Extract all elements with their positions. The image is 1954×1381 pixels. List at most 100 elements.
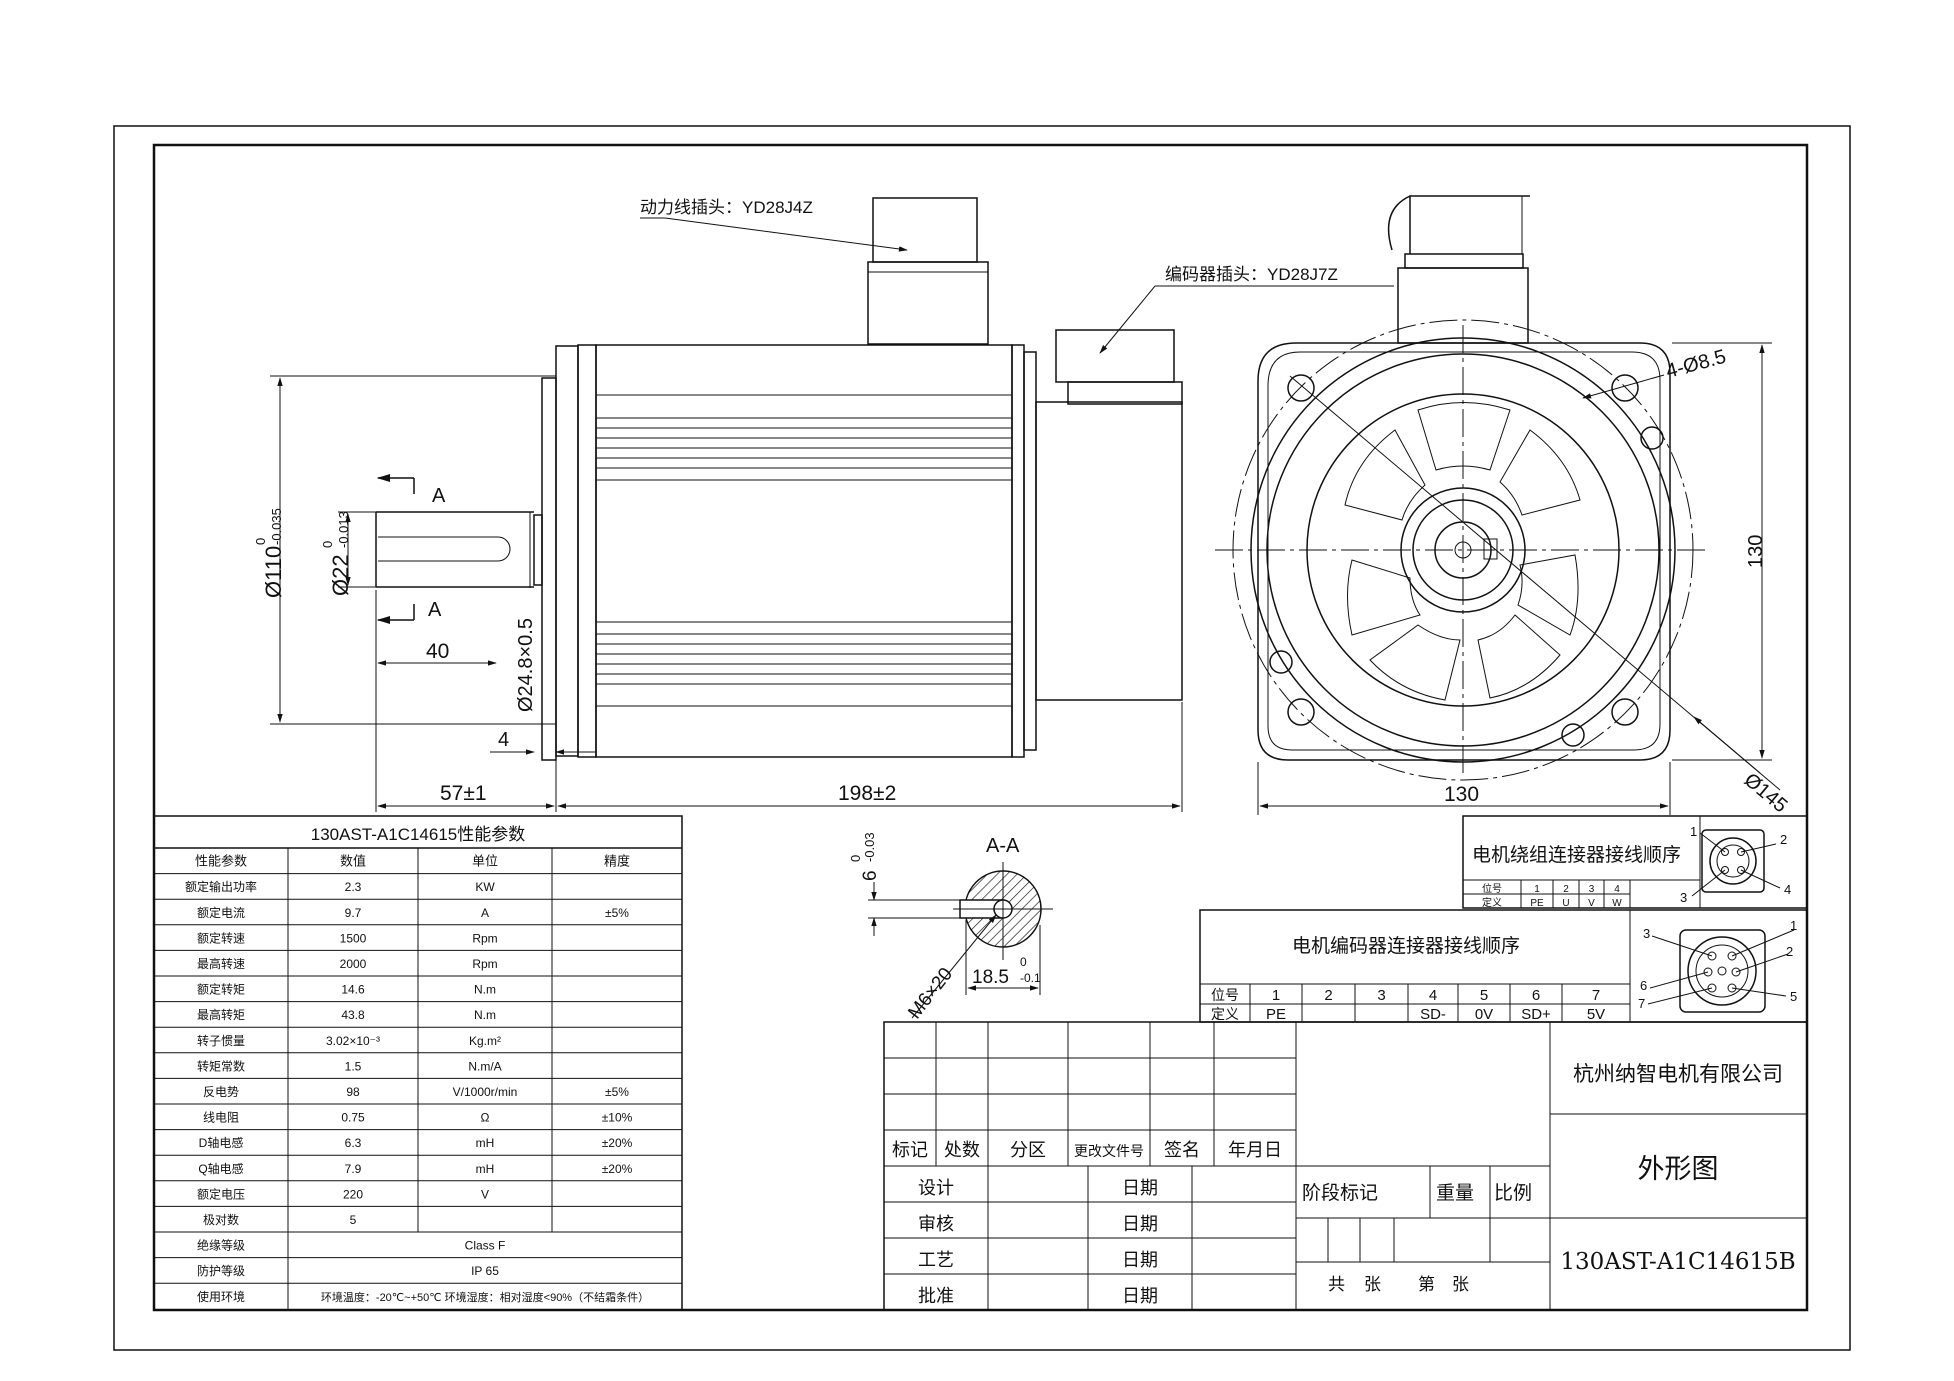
spec-cell: N.m [474, 1008, 496, 1022]
winding-pin-2: 2 [1780, 832, 1787, 847]
winding-pin-4: 4 [1784, 882, 1791, 897]
dim-key-length: 40 [426, 640, 449, 663]
spec-cell: V/1000r/min [453, 1085, 518, 1099]
spec-cell: 使用环境 [197, 1289, 245, 1304]
encoder-definition: 0V [1475, 1006, 1493, 1023]
dim-thread: M6×20 [904, 964, 957, 1023]
spec-header-3: 精度 [604, 854, 630, 869]
title-role: 审核 [918, 1214, 954, 1235]
spec-cell: IP 65 [471, 1264, 499, 1278]
spec-cell: D轴电感 [199, 1135, 244, 1150]
spec-cell: mH [476, 1136, 495, 1150]
winding-position: 2 [1563, 884, 1569, 895]
encoder-connector-label: 编码器插头：YD28J7Z [1165, 265, 1338, 284]
dim-shaft-tol-upper: 0 [320, 541, 335, 548]
spec-cell: 3.02×10⁻³ [326, 1034, 380, 1048]
spec-cell: 7.9 [345, 1162, 362, 1176]
spec-cell: 1500 [340, 931, 367, 945]
inner-frame [152, 143, 1809, 1312]
spec-cell: ±5% [605, 1085, 629, 1099]
spec-cell: 6.3 [345, 1136, 362, 1150]
encoder-pin-7: 7 [1638, 996, 1645, 1011]
spec-cell: 额定输出功率 [185, 879, 257, 894]
spec-cell: N.m/A [468, 1059, 501, 1073]
title-col-header: 签名 [1164, 1140, 1200, 1161]
front-view-dimensions: Ø145 4-Ø8.5 130 130 [1257, 342, 1792, 817]
spec-cell: 98 [346, 1085, 360, 1099]
dim-flange-height: 130 [1745, 535, 1767, 568]
winding-position: 3 [1589, 884, 1595, 895]
title-role: 设计 [918, 1178, 954, 1199]
sheet-no-a: 第 [1418, 1275, 1435, 1295]
title-block: 标记处数分区更改文件号签名年月日 设计日期审核日期工艺日期批准日期 阶段标记 重… [883, 1021, 1808, 1311]
spec-cell: ±10% [602, 1111, 633, 1125]
dim-shaft-tol-lower: -0.013 [336, 511, 351, 548]
title-date-label: 日期 [1122, 1286, 1158, 1307]
title-date-label: 日期 [1122, 1178, 1158, 1199]
dim-body-length: 198±2 [838, 782, 896, 805]
spec-cell: ±20% [602, 1136, 633, 1150]
weight-label: 重量 [1436, 1182, 1474, 1204]
power-connector-label: 动力线插头：YD28J4Z [640, 198, 813, 217]
winding-definition: W [1612, 898, 1622, 909]
spec-cell: 线电阻 [203, 1111, 239, 1125]
title-col-header: 标记 [892, 1140, 928, 1161]
spec-cell: 5 [350, 1213, 357, 1227]
spec-cell: 220 [343, 1187, 363, 1201]
spec-cell: 最高转矩 [197, 1007, 245, 1022]
title-role: 批准 [918, 1286, 954, 1307]
winding-table-title: 电机绕组连接器接线顺序 [1472, 844, 1681, 866]
sheets-total-b: 张 [1364, 1275, 1381, 1295]
dim-spigot-tol-lower: -0.035 [269, 508, 284, 545]
stage-label: 阶段标记 [1302, 1182, 1378, 1204]
winding-connector-pinout: 1 2 3 4 [1680, 824, 1791, 905]
winding-pin-3: 3 [1680, 890, 1687, 905]
winding-definition: U [1562, 898, 1569, 909]
spec-cell: mH [476, 1162, 495, 1176]
winding-position: 4 [1614, 884, 1620, 895]
winding-definition: V [1588, 898, 1595, 909]
winding-definition: PE [1530, 898, 1544, 909]
dim-spigot-depth: 4 [498, 729, 509, 751]
sheets-total-a: 共 [1328, 1275, 1345, 1295]
dim-pcd: Ø145 [1740, 769, 1792, 817]
spec-cell: 43.8 [341, 1008, 365, 1022]
title-col-header: 分区 [1010, 1140, 1046, 1161]
title-col-header: 处数 [944, 1140, 980, 1161]
spec-cell: 转子惯量 [197, 1033, 245, 1048]
title-role: 工艺 [918, 1250, 954, 1271]
spec-cell: 绝缘等级 [197, 1238, 245, 1253]
motor-side-view [375, 197, 1183, 761]
dim-shaft-length: 57±1 [440, 782, 487, 805]
spec-cell: 0.75 [341, 1111, 365, 1125]
encoder-pin-2: 2 [1786, 944, 1793, 959]
spec-cell: Rpm [472, 931, 497, 945]
encoder-pin-5: 5 [1790, 989, 1797, 1004]
spec-cell: 最高转速 [197, 956, 245, 971]
winding-position: 1 [1534, 884, 1540, 895]
title-col-header: 更改文件号 [1074, 1144, 1144, 1160]
spec-cell: 14.6 [341, 983, 365, 997]
spec-cell: 额定电压 [197, 1186, 245, 1201]
spec-cell: 反电势 [203, 1085, 239, 1099]
section-a-a: A-A 6 0 -0.03 M6×20 18.5 0 -0.1 [848, 832, 1053, 1023]
winding-pin-1: 1 [1690, 824, 1697, 839]
encoder-pin-3: 3 [1643, 926, 1650, 941]
dim-holes: 4-Ø8.5 [1664, 346, 1729, 383]
spec-cell: 环境温度：-20℃~+50℃ 环境湿度：相对湿度<90%（不结霜条件） [321, 1290, 649, 1304]
spec-cell: ±20% [602, 1162, 633, 1176]
dim-key-width-tol-lower: -0.03 [862, 832, 877, 862]
spec-header-0: 性能参数 [195, 854, 247, 869]
encoder-position: 6 [1532, 987, 1540, 1004]
spec-cell: 额定转矩 [197, 982, 245, 997]
spec-cell: A [481, 906, 489, 920]
dim-key-depth-tol-upper: 0 [1020, 955, 1027, 969]
dim-key-width: 6 [860, 870, 881, 881]
spec-cell: N.m [474, 983, 496, 997]
encoder-position: 4 [1429, 987, 1437, 1004]
spec-header-1: 数值 [340, 854, 366, 869]
spec-cell: 额定转速 [197, 930, 245, 945]
